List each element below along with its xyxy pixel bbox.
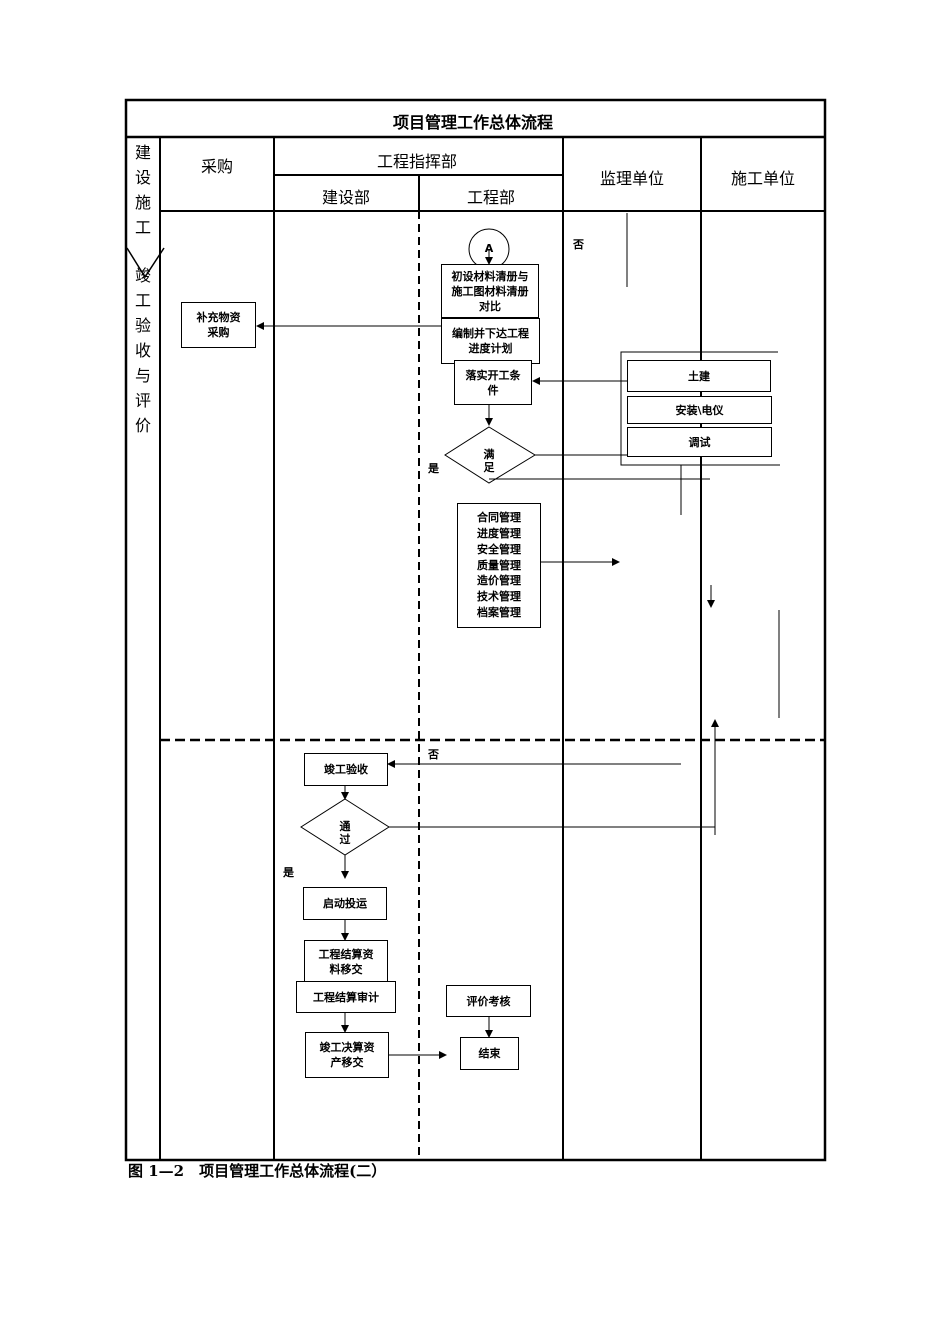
mgmt-quality: 质量管理 [477,558,521,572]
col-purchase: 采购 [201,157,234,176]
col-contractor: 施工单位 [731,169,796,188]
phase1-label: 建设施工 [134,143,151,237]
col-engineering-dept: 工程部 [467,188,516,207]
outer-frame [124,98,827,1162]
mgmt-progress: 进度管理 [477,527,521,540]
civil-node: 土建 [627,360,771,392]
mgmt-contract: 合同管理 [477,511,521,525]
compare-node: 初设材料清册与施工图材料清册对比 [441,264,539,318]
final-node: 竣工决算资产移交 [305,1032,389,1078]
evaluate-node: 评价考核 [446,985,531,1017]
mgmt-tech: 技术管理 [477,590,521,604]
phase2-label: 竣工验收与评价 [134,266,151,435]
handover-node: 工程结算资料移交 [304,940,388,983]
mgmt-archive: 档案管理 [477,605,521,619]
yes-label-top: 是 [428,462,439,475]
acceptance-node: 竣工验收 [304,753,388,786]
debug-node: 调试 [627,427,772,457]
audit-node: 工程结算审计 [296,981,396,1013]
management-list: 合同管理 进度管理 安全管理 质量管理 造价管理 技术管理 档案管理 [457,503,541,628]
figure-caption: 图 1—2 项目管理工作总体流程(二） [128,1162,387,1180]
end-node: 结束 [460,1037,519,1070]
operation-node: 启动投运 [303,887,387,920]
mgmt-cost: 造价管理 [477,574,521,588]
col-construction-dept: 建设部 [322,188,371,207]
supplement-node: 补充物资采购 [181,302,256,348]
install-node: 安装\电仪 [627,396,772,424]
no-label-top: 否 [573,238,584,251]
pass-node: 通过 [339,820,351,846]
yes-label-bottom: 是 [283,866,294,879]
conditions-node: 落实开工条件 [454,360,532,405]
no-label-bottom: 否 [428,748,439,761]
col-command: 工程指挥部 [377,152,458,171]
plan-node: 编制并下达工程进度计划 [441,318,540,364]
chart-title: 项目管理工作总体流程 [393,113,554,132]
satisfy-node: 满足 [483,448,495,474]
mgmt-safety: 安全管理 [477,542,521,556]
col-supervision: 监理单位 [600,169,665,188]
start-node: A [484,242,494,255]
